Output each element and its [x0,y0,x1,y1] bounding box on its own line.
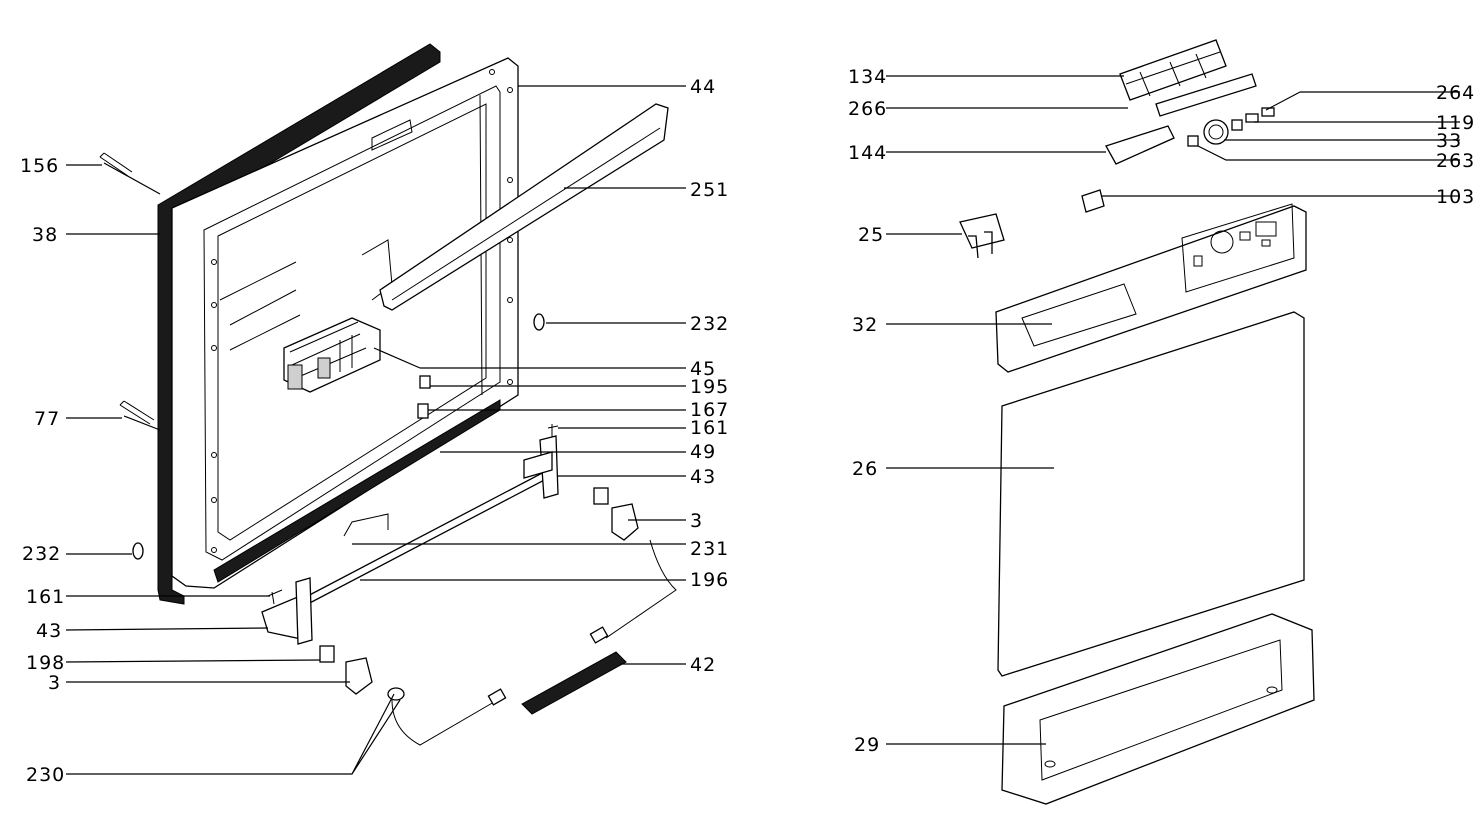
door-lock [283,317,381,393]
inner-door-recess [217,103,487,541]
screw-77 [119,400,155,425]
cable-right [605,539,677,639]
screw-156 [99,152,133,177]
control-panel [995,203,1307,373]
top-trim-strip [379,103,669,311]
label-231: 231 [690,538,729,560]
panel-holes [211,69,513,553]
label-266: 266 [848,98,887,120]
hinge-part-3-left [345,657,373,695]
label-161-bottom: 161 [26,586,65,608]
part-labels: 44 251 156 38 232 45 195 77 167 161 49 4… [20,66,1475,786]
hinge-part-198 [319,645,335,663]
label-196: 196 [690,569,729,591]
screw-161-bottom [267,589,283,605]
label-43-right: 43 [690,466,716,488]
label-103: 103 [1436,186,1475,208]
grommet-right [533,313,545,331]
label-49: 49 [690,441,716,463]
label-195: 195 [690,376,729,398]
label-42: 42 [690,654,716,676]
spring-42 [521,651,627,715]
knob-33 [1203,119,1229,145]
label-29: 29 [854,734,880,756]
grommet-left [132,542,144,560]
label-134: 134 [848,66,887,88]
label-33: 33 [1436,130,1462,152]
clip-195 [419,375,431,389]
clip-167 [417,403,429,419]
label-119: 119 [1436,112,1475,134]
label-3-left: 3 [48,672,61,694]
label-38: 38 [32,224,58,246]
label-32: 32 [852,314,878,336]
handle-231 [343,513,389,537]
label-230: 230 [26,764,65,786]
label-44: 44 [690,76,716,98]
label-263: 263 [1436,150,1475,172]
label-156: 156 [20,155,59,177]
label-198: 198 [26,652,65,674]
cover-144 [1105,125,1175,165]
label-144: 144 [848,142,887,164]
label-25: 25 [858,224,884,246]
electronic-board [1119,39,1257,117]
label-264: 264 [1436,82,1475,104]
part-263 [1187,135,1199,147]
label-251: 251 [690,179,729,201]
leader-lines [65,75,1460,775]
label-43-left: 43 [36,620,62,642]
panel-ribs [219,119,413,351]
label-232-right: 232 [690,313,729,335]
label-161-top: 161 [690,417,729,439]
hinge-part-3-right [611,503,639,541]
detergent-dispenser-25 [959,213,1005,259]
inner-door-inner-outline [203,85,501,561]
outer-door-panel [997,311,1305,677]
label-167: 167 [690,399,729,421]
cable-left [391,699,495,746]
label-26: 26 [852,458,878,480]
label-77: 77 [34,408,60,430]
label-3-right: 3 [690,510,703,532]
hinge-part-small-right [593,487,609,505]
button-264 [1261,107,1275,117]
button-119 [1245,113,1259,123]
part-119b [1231,119,1243,131]
label-45: 45 [690,358,716,380]
label-232-left: 232 [22,543,61,565]
kick-plate [1001,613,1315,805]
microswitch-103 [1081,189,1105,213]
